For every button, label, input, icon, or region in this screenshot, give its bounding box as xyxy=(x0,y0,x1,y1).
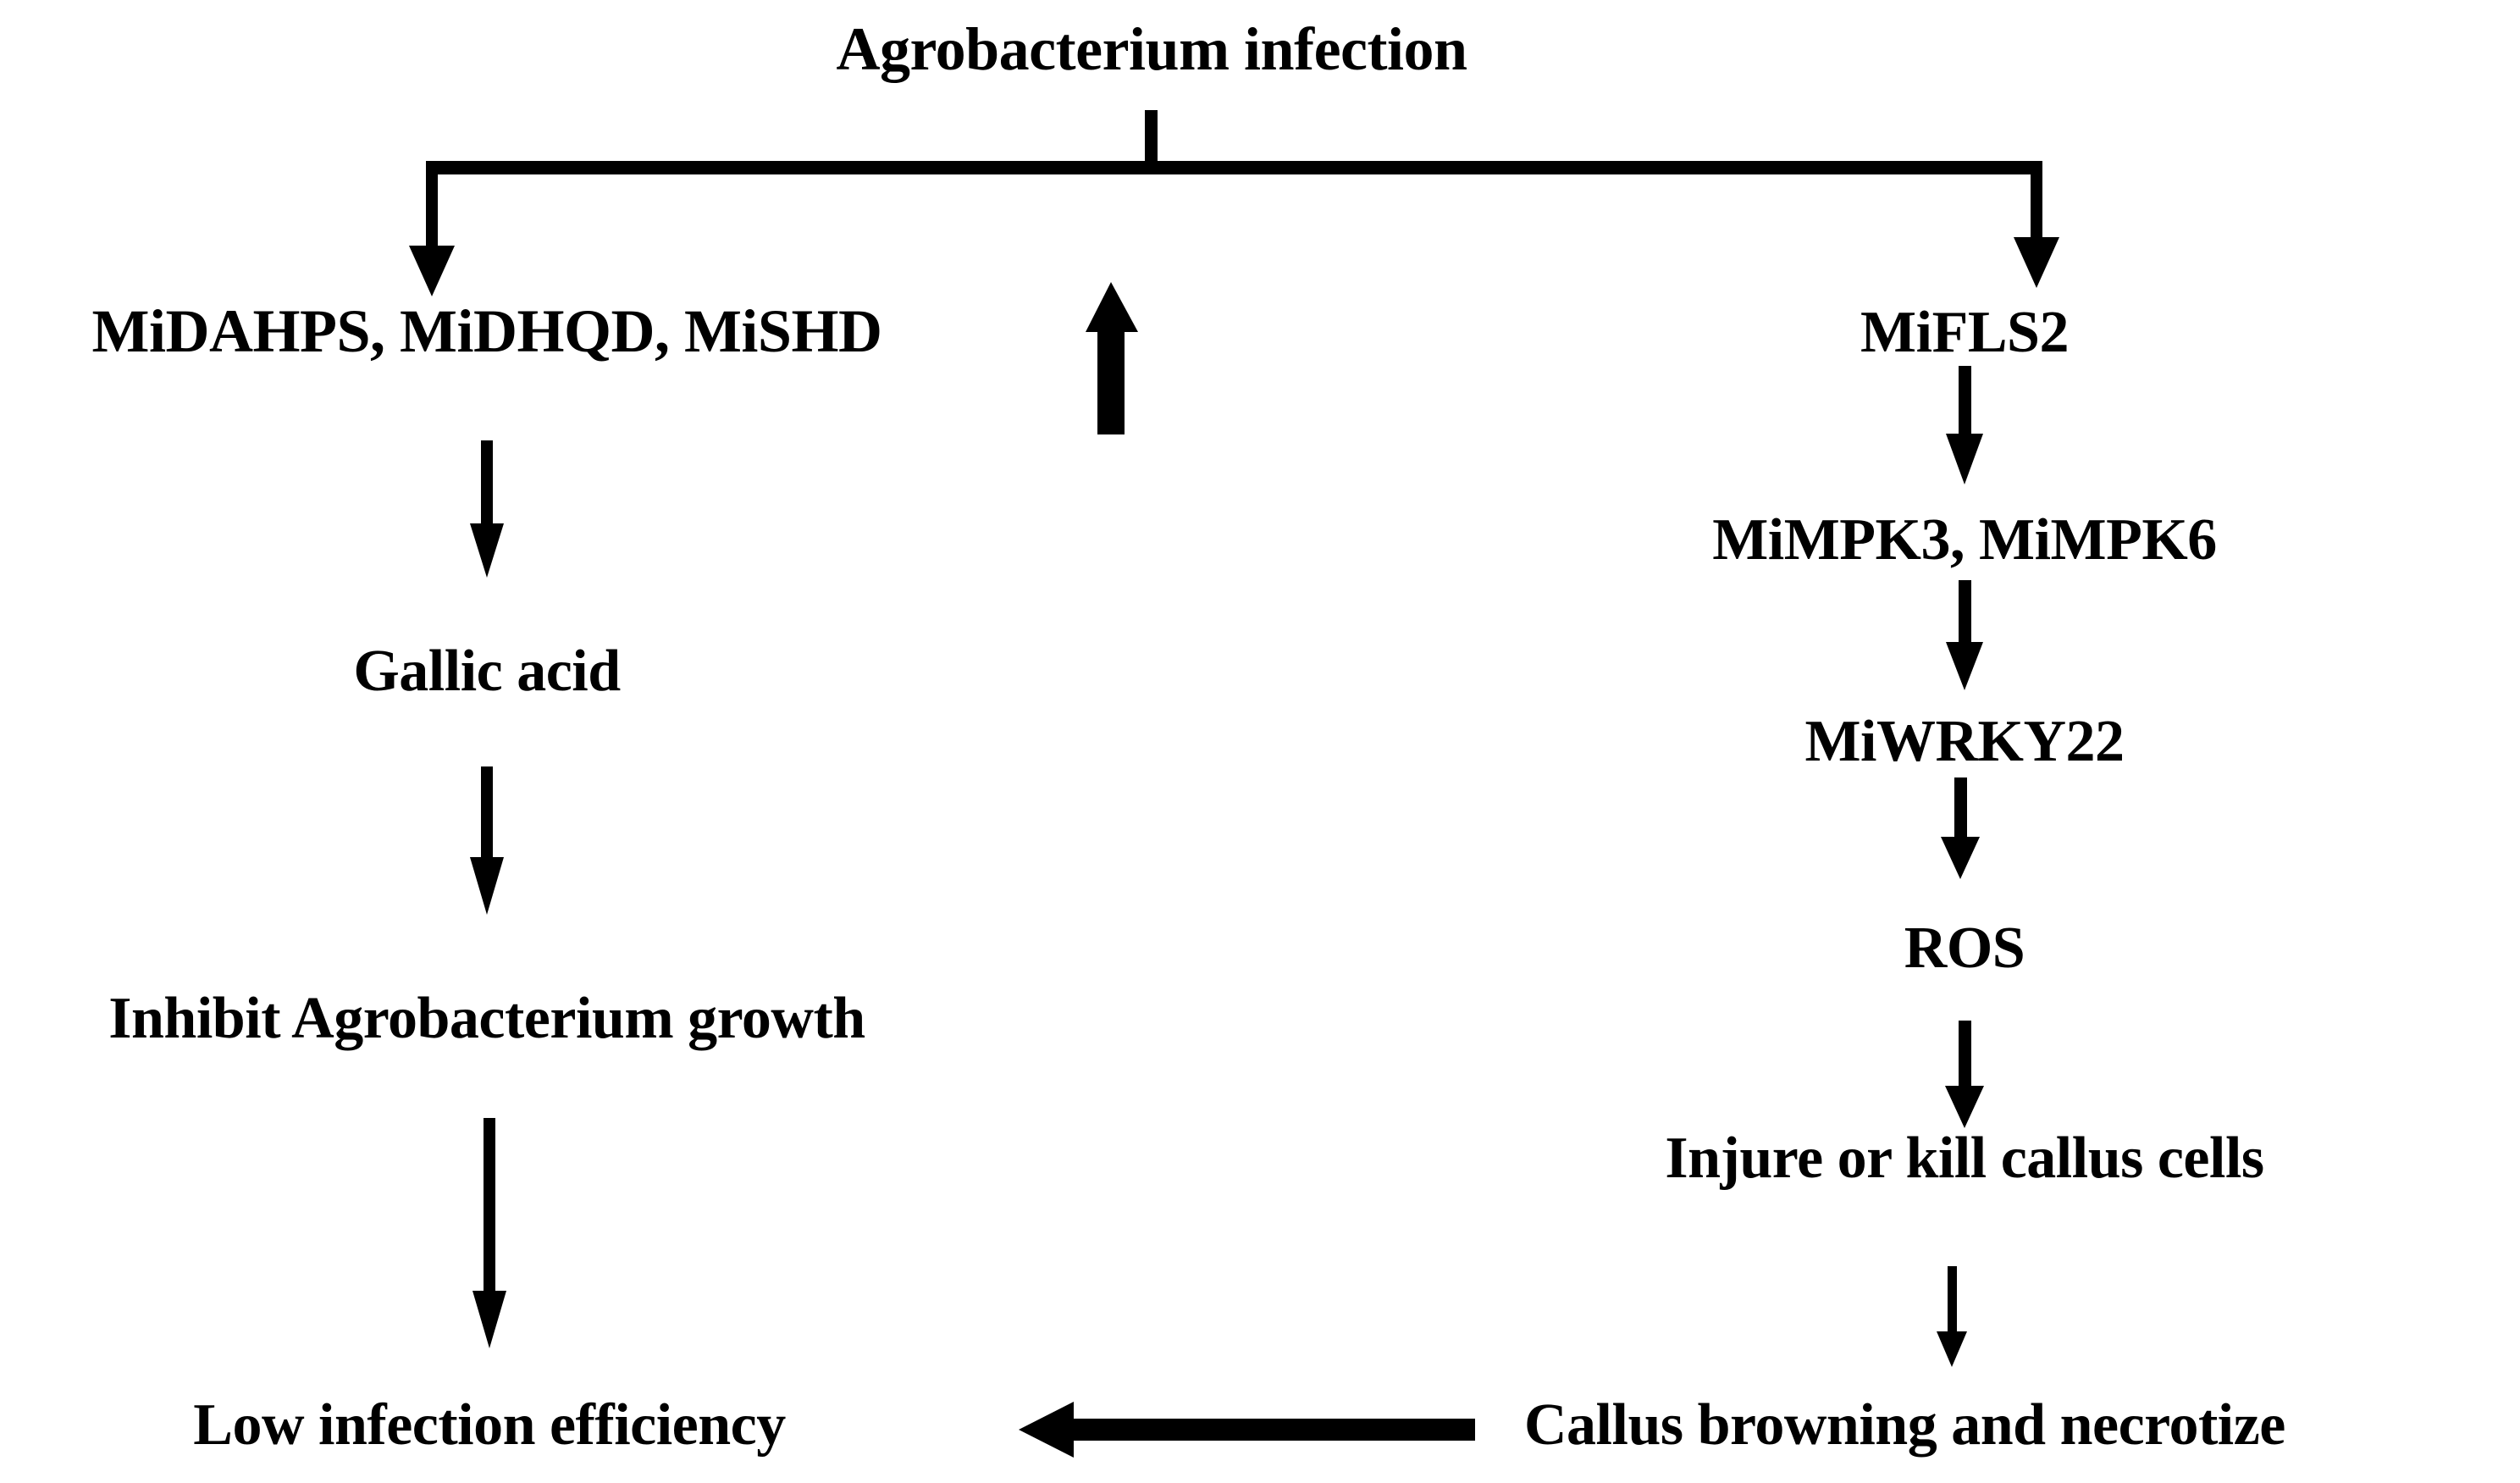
node-mimpk3-mimpk6: MiMPK3, MiMPK6 xyxy=(1712,507,2217,573)
node-miwrky22: MiWRKY22 xyxy=(1804,709,2125,774)
edge-split-to-mifls2 xyxy=(2014,161,2059,288)
edge-mifls2-to-mimpk xyxy=(1946,366,1983,484)
node-inhibit-growth: Inhibit Agrobacterium growth xyxy=(108,986,865,1051)
edge-browning-to-low xyxy=(1019,1402,1475,1458)
edge-ros-to-injure xyxy=(1945,1021,1984,1128)
node-gallic-acid: Gallic acid xyxy=(353,639,621,704)
node-mifls2: MiFLS2 xyxy=(1860,300,2069,365)
edge-inhibit-to-low xyxy=(472,1118,506,1348)
node-root-title: Agrobacterium infection xyxy=(836,15,1467,83)
edge-miwrky22-to-ros xyxy=(1941,777,1980,879)
edge-split-bar xyxy=(426,161,2042,174)
node-low-infection-efficiency: Low infection efficiency xyxy=(193,1392,786,1458)
edge-gallic-to-inhibit xyxy=(470,766,504,915)
edge-injure-to-browning xyxy=(1937,1266,1967,1367)
edge-mimpk-to-miwrky22 xyxy=(1946,580,1983,690)
node-injure-or-kill-callus-cells: Injure or kill callus cells xyxy=(1665,1126,2264,1191)
edge-feedback-up xyxy=(1086,282,1138,434)
node-callus-browning-and-necrotize: Callus browning and necrotize xyxy=(1524,1392,2285,1458)
node-enzymes: MiDAHPS, MiDHQD, MiSHD xyxy=(91,297,882,365)
edge-root-to-split xyxy=(1145,110,1158,171)
edge-enzymes-to-gallic xyxy=(470,440,504,578)
node-ros: ROS xyxy=(1904,916,2025,981)
edge-split-to-enzymes xyxy=(409,161,455,296)
